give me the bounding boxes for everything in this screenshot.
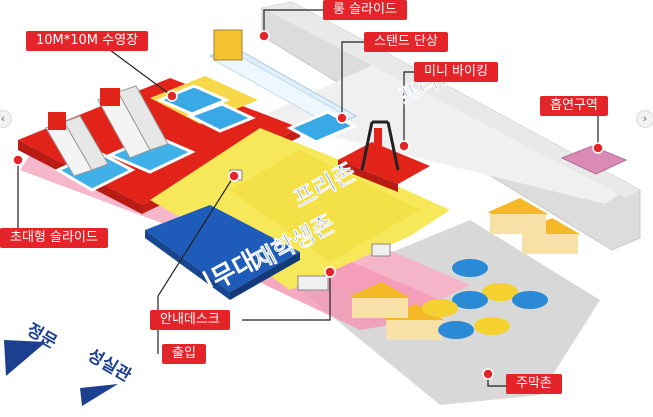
main-stage-front <box>230 252 300 300</box>
gate-arrow-main <box>4 340 46 376</box>
parasols <box>422 259 548 339</box>
dot-giant-slide <box>12 154 24 166</box>
smoking-area-tile <box>560 145 628 175</box>
label-giant-slide: 초대형 슬라이드 <box>0 228 108 248</box>
main-stage <box>145 205 300 292</box>
viking-base <box>338 142 430 184</box>
dot-entrance <box>228 170 240 182</box>
parasol-2 <box>482 283 518 301</box>
slide-tower-b <box>100 88 120 106</box>
parasol-1 <box>452 259 488 277</box>
line-long-slide <box>263 9 323 36</box>
viking-boat <box>374 128 382 160</box>
tent-3-body <box>352 298 408 318</box>
label-stand-stage: 스탠드 단상 <box>364 32 448 52</box>
tent-4-body <box>386 320 442 340</box>
parasol-7 <box>474 317 510 335</box>
viking-frame-left <box>360 121 374 171</box>
tent-2-body <box>522 234 578 254</box>
info-desk-booth <box>297 275 329 291</box>
line-viking <box>403 71 414 146</box>
dot-food <box>482 368 494 380</box>
long-slide-tower <box>213 29 243 61</box>
dot-stand <box>336 112 348 124</box>
dot-smoking <box>592 142 604 154</box>
label-info-desk: 안내데스크 <box>150 310 230 330</box>
pool-10m-a <box>156 84 230 116</box>
leader-dots <box>12 30 604 380</box>
gate-arrow-seongsil <box>80 384 118 406</box>
tent-1-body <box>490 214 546 234</box>
walkway <box>258 56 625 204</box>
viking-frame-right <box>386 121 400 171</box>
line-stand <box>341 41 364 118</box>
label-food-court: 주막촌 <box>506 374 562 394</box>
label-entrance: 출입 <box>162 344 206 364</box>
road-top-curb <box>262 2 640 198</box>
label-mini-viking: 미니 바이킹 <box>414 62 498 82</box>
viking-base-side <box>338 160 398 192</box>
line-info-desk <box>242 272 331 321</box>
dot-info-desk <box>324 266 336 278</box>
dot-long-slide <box>258 30 270 42</box>
yellow-zone-inner <box>230 150 420 262</box>
line-pool-10m <box>109 49 173 97</box>
parasol-3 <box>452 291 488 309</box>
booth-small-b <box>371 243 391 257</box>
slide-b <box>63 115 109 171</box>
gate-seongsil-text: 성실관 <box>84 345 135 386</box>
slide-tower-a <box>48 112 66 130</box>
label-long-slide: 롱 슬라이드 <box>323 0 407 20</box>
main-stage-side <box>145 230 230 300</box>
slide-d <box>117 85 169 151</box>
food-court <box>350 198 580 340</box>
chevron-right-icon[interactable]: › <box>636 110 653 128</box>
label-smoking-area: 흡연구역 <box>540 96 608 116</box>
parasol-5 <box>438 321 474 339</box>
line-entrance <box>157 175 235 354</box>
label-pool-10m: 10M*10M 수영장 <box>26 31 149 51</box>
dot-pool-10m <box>166 90 178 102</box>
dot-viking <box>398 140 410 152</box>
parasol-4 <box>422 299 458 317</box>
parasol-6 <box>512 291 548 309</box>
pool-10m-b <box>186 102 256 133</box>
